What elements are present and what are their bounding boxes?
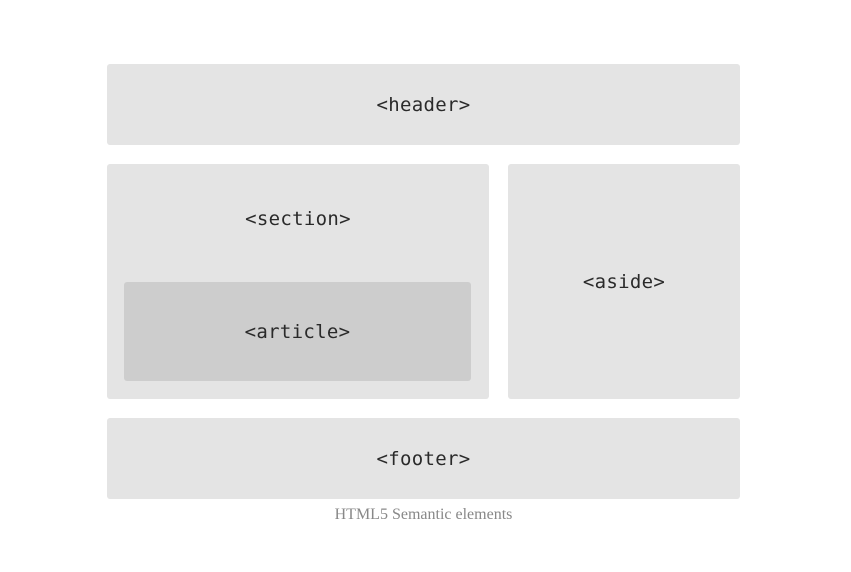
section-label: <section> xyxy=(245,208,351,230)
aside-label: <aside> xyxy=(582,270,666,293)
header-label: <header> xyxy=(376,93,471,116)
section-block: <section> <article> xyxy=(107,164,489,399)
diagram-caption: HTML5 Semantic elements xyxy=(334,506,513,523)
article-label: <article> xyxy=(244,320,351,343)
footer-block: <footer> xyxy=(107,418,740,499)
header-block: <header> xyxy=(107,64,740,145)
aside-block: <aside> xyxy=(508,164,740,399)
footer-label: <footer> xyxy=(376,447,471,470)
article-block: <article> xyxy=(124,282,471,381)
